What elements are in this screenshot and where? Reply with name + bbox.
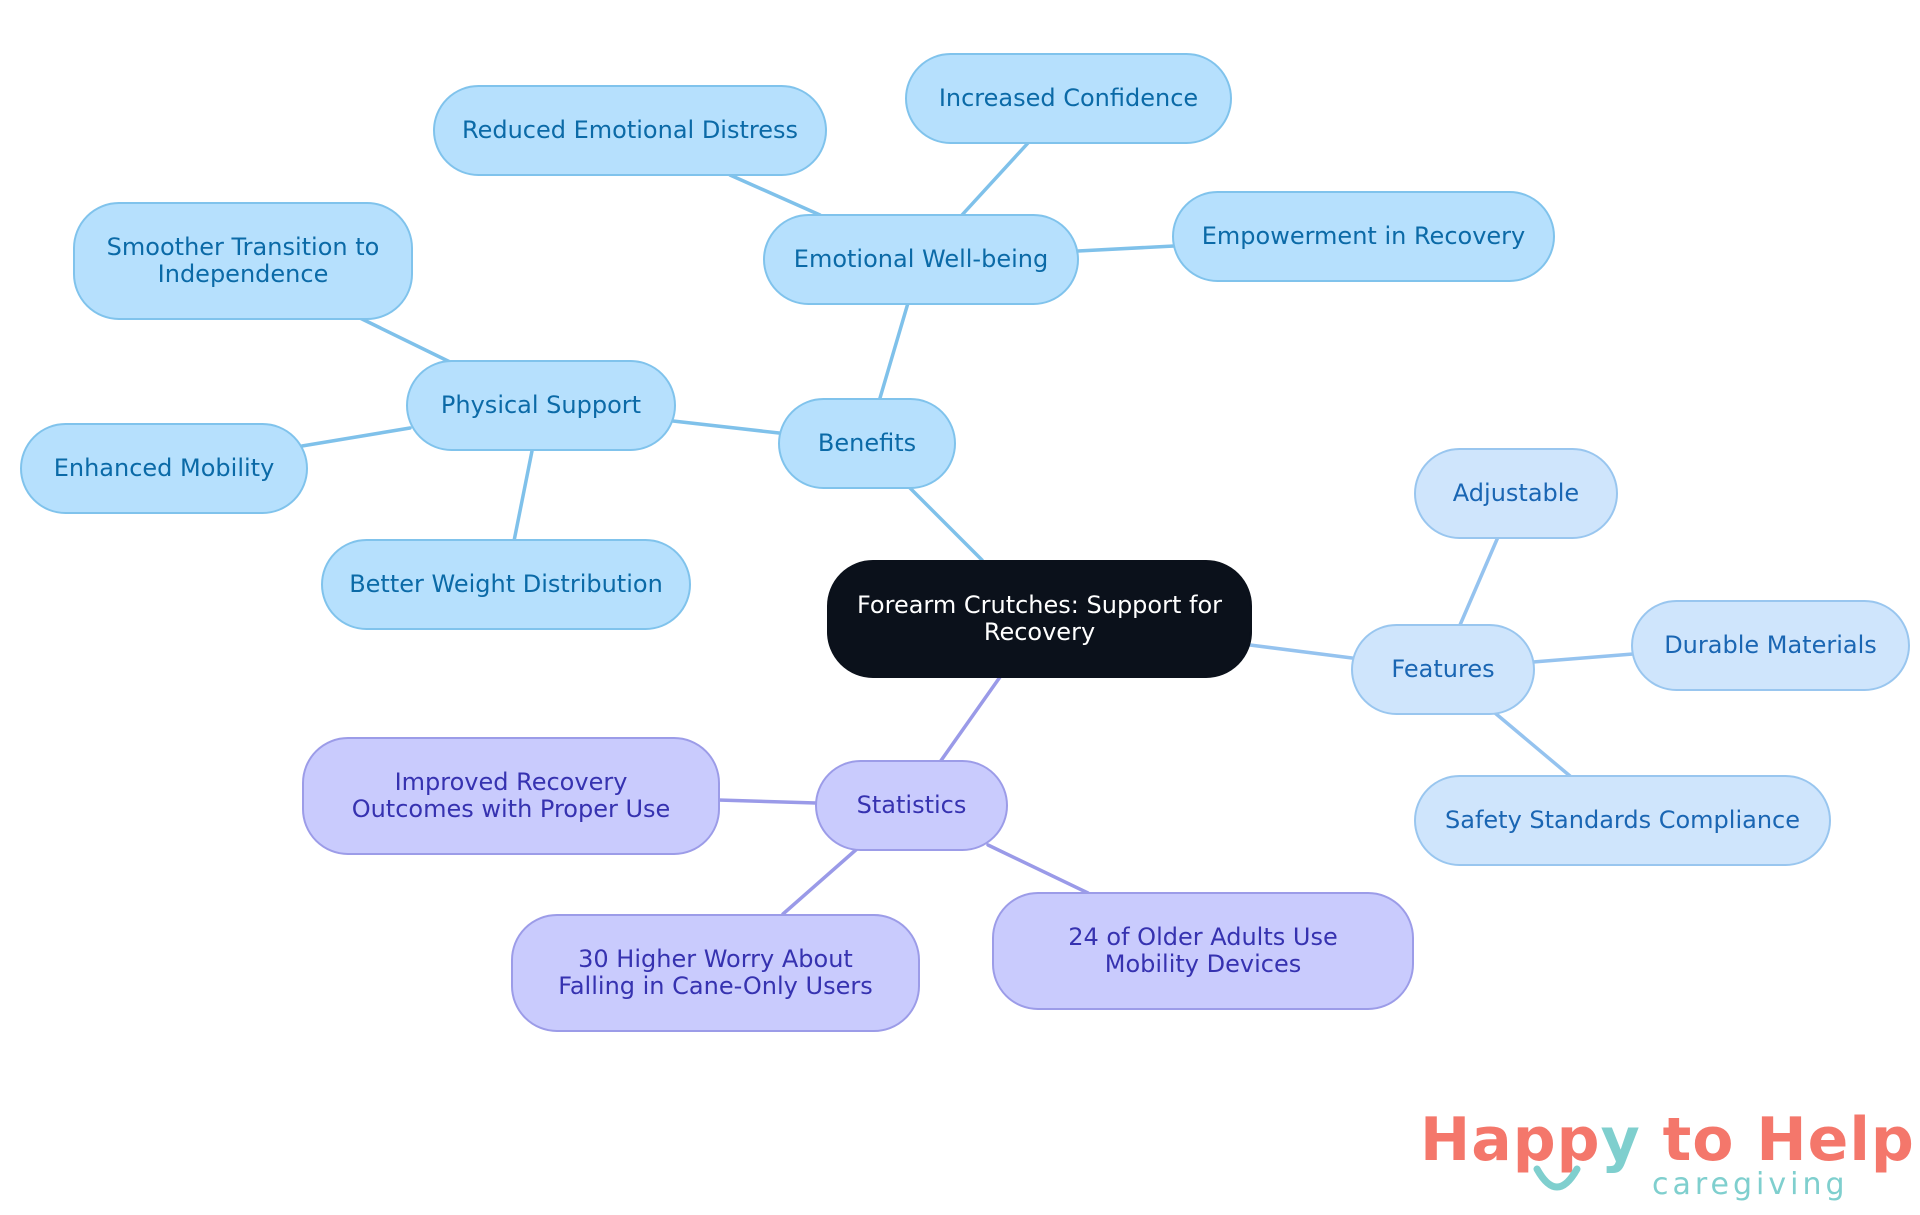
features-node: Features [1351, 624, 1535, 715]
edge-root-benefits [906, 484, 984, 562]
edge-physical-weight [512, 449, 534, 543]
edge-benefits-emotional [878, 301, 910, 400]
benefits-node: Benefits [778, 398, 956, 489]
adjustable-node: Adjustable [1414, 448, 1618, 539]
smile-icon [1533, 1165, 1581, 1191]
statistics-node: Statistics [815, 760, 1008, 851]
edge-physical-mobility [300, 426, 412, 448]
edge-statistics-worry [781, 846, 860, 916]
edge-emotional-distress [728, 173, 822, 217]
physical-support-node: Physical Support [406, 360, 676, 451]
root-node: Forearm Crutches: Support for Recovery [827, 560, 1252, 678]
logo-name-part3: to Help [1640, 1105, 1915, 1175]
logo-wordmark: Happy to Help [1420, 1105, 1915, 1175]
logo-tagline: caregiving [1652, 1167, 1849, 1202]
durable-materials-node: Durable Materials [1631, 600, 1910, 691]
edge-root-features [1248, 643, 1354, 660]
edge-root-statistics [938, 675, 1002, 764]
edge-benefits-physical [671, 419, 781, 435]
edge-emotional-confidence [960, 141, 1030, 217]
brand-logo: Happy to Help caregiving [1420, 1105, 1914, 1202]
edge-features-adjustable [1458, 535, 1500, 627]
older-adults-mobility-devices-node: 24 of Older Adults Use Mobility Devices [992, 892, 1414, 1010]
enhanced-mobility-node: Enhanced Mobility [20, 423, 308, 514]
increased-confidence-node: Increased Confidence [905, 53, 1232, 144]
empowerment-in-recovery-node: Empowerment in Recovery [1172, 191, 1555, 282]
reduced-emotional-distress-node: Reduced Emotional Distress [433, 85, 827, 176]
logo-name-part1: Happ [1420, 1105, 1601, 1175]
better-weight-distribution-node: Better Weight Distribution [321, 539, 691, 630]
higher-worry-falling-node: 30 Higher Worry About Falling in Cane-On… [511, 914, 920, 1032]
edge-physical-transition [358, 316, 452, 364]
emotional-wellbeing-node: Emotional Well-being [763, 214, 1079, 305]
safety-standards-compliance-node: Safety Standards Compliance [1414, 775, 1831, 866]
edge-features-durable [1531, 652, 1635, 664]
edge-emotional-empowerment [1076, 244, 1176, 253]
edge-statistics-older [986, 843, 1090, 895]
logo-name-part2: y [1600, 1105, 1641, 1175]
edge-features-safety [1493, 711, 1572, 778]
smoother-transition-node: Smoother Transition to Independence [73, 202, 413, 320]
edge-statistics-outcomes [716, 798, 818, 805]
improved-recovery-outcomes-node: Improved Recovery Outcomes with Proper U… [302, 737, 720, 855]
